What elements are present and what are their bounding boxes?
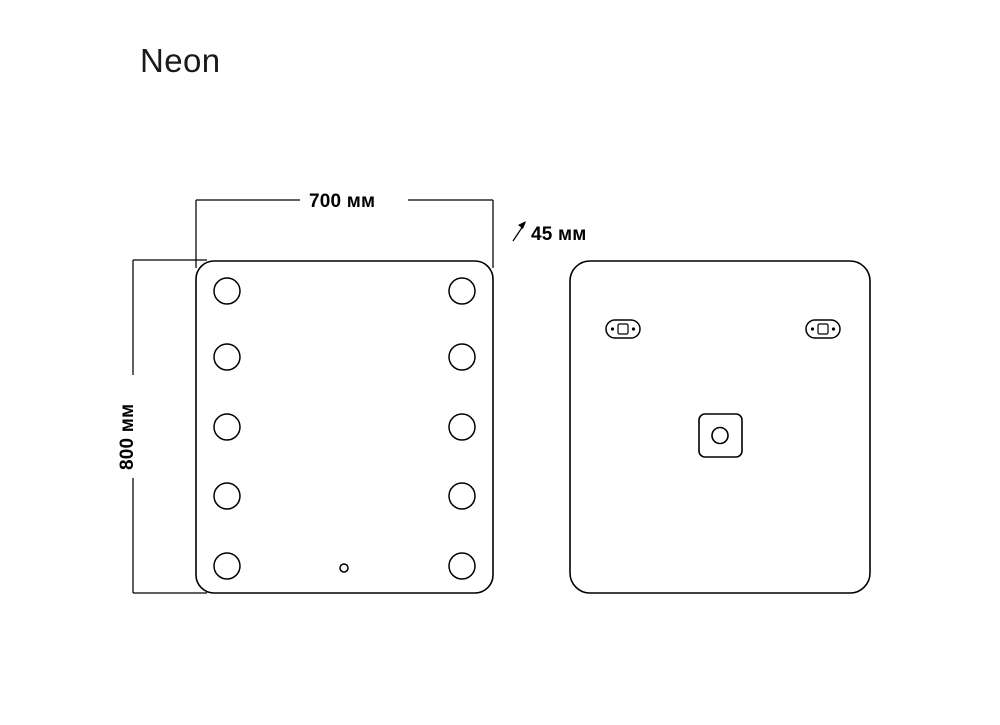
front-view [195, 260, 494, 594]
wall-bracket-left-keyhole [617, 323, 629, 335]
lamp-right-1 [448, 277, 476, 305]
wall-bracket-right-keyhole [817, 323, 829, 335]
lamp-left-5 [213, 552, 241, 580]
depth-leader-arrow-icon [518, 221, 526, 229]
lamp-right-4 [448, 482, 476, 510]
height-dimension-group: 800 мм [117, 259, 207, 594]
lamp-right-2 [448, 343, 476, 371]
wall-bracket-right [805, 319, 841, 339]
wall-bracket-left-screw-hole-1 [610, 327, 615, 331]
width-dimension-group: 700 мм [195, 191, 494, 268]
wall-bracket-left [605, 319, 641, 339]
lamp-left-4 [213, 482, 241, 510]
front-view-outline [195, 260, 494, 594]
depth-dimension-label: 45 мм [531, 224, 587, 245]
back-view [569, 260, 871, 594]
page-title: Neon [140, 42, 221, 79]
junction-box-cable-hole-icon [711, 426, 729, 445]
touch-sensor-icon [339, 563, 349, 573]
lamp-left-2 [213, 343, 241, 371]
wall-bracket-right-screw-hole-1 [810, 327, 815, 331]
width-dimension-label: 700 мм [309, 191, 375, 212]
wall-bracket-right-screw-hole-2 [831, 327, 836, 331]
back-view-outline [569, 260, 871, 594]
lamp-right-3 [448, 413, 476, 441]
wall-bracket-left-screw-hole-2 [631, 327, 636, 331]
lamp-left-1 [213, 277, 241, 305]
lamp-left-3 [213, 413, 241, 441]
junction-box [698, 413, 743, 458]
depth-dimension-group: 45 мм [512, 221, 587, 245]
lamp-right-5 [448, 552, 476, 580]
height-dimension-label: 800 мм [117, 404, 138, 470]
